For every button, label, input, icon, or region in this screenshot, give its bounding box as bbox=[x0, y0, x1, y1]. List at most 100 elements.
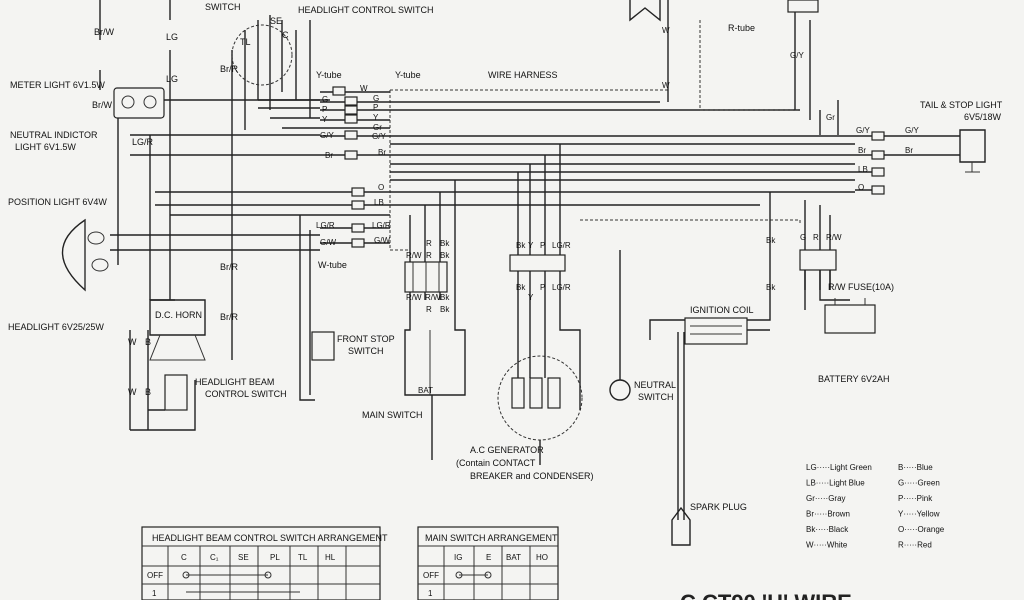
headlight-table-title: HEADLIGHT BEAM CONTROL SWITCH ARRANGEMEN… bbox=[152, 533, 388, 543]
svg-text:BAT: BAT bbox=[506, 553, 521, 562]
svg-text:G: G bbox=[373, 94, 379, 103]
ac-generator bbox=[497, 300, 583, 465]
svg-text:LG/R: LG/R bbox=[132, 137, 154, 147]
headlight-control-switch-label: HEADLIGHT CONTROL SWITCH bbox=[298, 5, 434, 15]
svg-text:HL: HL bbox=[325, 553, 336, 562]
svg-text:TL: TL bbox=[298, 553, 308, 562]
svg-text:SWITCH: SWITCH bbox=[348, 346, 384, 356]
svg-text:G/Y: G/Y bbox=[372, 132, 386, 141]
svg-text:Bk: Bk bbox=[440, 293, 450, 302]
legend-entry: O·····Orange bbox=[898, 525, 945, 534]
svg-text:Bk: Bk bbox=[440, 251, 450, 260]
svg-text:G/Y: G/Y bbox=[905, 126, 919, 135]
svg-text:OFF: OFF bbox=[423, 571, 439, 580]
svg-text:P: P bbox=[373, 103, 378, 112]
svg-text:P: P bbox=[322, 105, 327, 114]
svg-text:O: O bbox=[858, 183, 864, 192]
svg-text:SE: SE bbox=[270, 16, 282, 26]
svg-text:Br/R: Br/R bbox=[220, 64, 239, 74]
svg-text:6V5/18W: 6V5/18W bbox=[964, 112, 1002, 122]
svg-text:Gr: Gr bbox=[826, 113, 835, 122]
svg-text:G: G bbox=[322, 95, 328, 104]
svg-text:Bk: Bk bbox=[766, 236, 776, 245]
legend-entry: P·····Pink bbox=[898, 494, 933, 503]
svg-text:HO: HO bbox=[536, 553, 548, 562]
svg-text:LG/R: LG/R bbox=[552, 241, 571, 250]
svg-text:R/W: R/W bbox=[826, 233, 842, 242]
legend-entry: Y·····Yellow bbox=[898, 510, 940, 519]
legend-entry: G·····Green bbox=[898, 479, 940, 488]
switch-top: SWITCH TL C SE bbox=[205, 2, 293, 86]
top-right-connector bbox=[787, 0, 819, 13]
svg-text:SE: SE bbox=[238, 553, 249, 562]
svg-text:OFF: OFF bbox=[147, 571, 163, 580]
harness-trunk bbox=[390, 0, 855, 340]
svg-text:R/W: R/W bbox=[425, 293, 441, 302]
svg-text:R: R bbox=[813, 233, 819, 242]
svg-text:R: R bbox=[426, 251, 432, 260]
svg-text:LG: LG bbox=[166, 74, 178, 84]
neutral-indicator-label: NEUTRAL INDICTOR bbox=[10, 130, 98, 140]
svg-text:W: W bbox=[662, 26, 670, 35]
bottom-title: C.CT90 'H' WIRE bbox=[680, 590, 852, 600]
svg-text:HEADLIGHT BEAM: HEADLIGHT BEAM bbox=[195, 377, 274, 387]
svg-text:LG/R: LG/R bbox=[552, 283, 571, 292]
fuse-label: R/W FUSE(10A) bbox=[828, 282, 894, 292]
svg-text:NEUTRAL: NEUTRAL bbox=[634, 380, 676, 390]
svg-text:G/Y: G/Y bbox=[856, 126, 870, 135]
dc-horn-label: D.C. HORN bbox=[155, 310, 202, 320]
svg-text:Bk: Bk bbox=[516, 241, 526, 250]
svg-text:TAIL & STOP LIGHT: TAIL & STOP LIGHT bbox=[920, 100, 1003, 110]
svg-text:A.C GENERATOR: A.C GENERATOR bbox=[470, 445, 544, 455]
dc-horn bbox=[149, 299, 206, 361]
svg-text:G/Y: G/Y bbox=[790, 51, 804, 60]
tail-stop-light: G/Y G/Y Br Br LB O bbox=[855, 126, 986, 195]
svg-text:Y: Y bbox=[322, 115, 328, 124]
legend-entry: R·····Red bbox=[898, 541, 932, 550]
svg-text:C: C bbox=[181, 553, 187, 562]
meter-light-label: METER LIGHT 6V1.5W bbox=[10, 80, 105, 90]
spark-plug-label: SPARK PLUG bbox=[690, 502, 747, 512]
fuse-connector bbox=[799, 249, 837, 271]
legend-entry: W·····White bbox=[806, 541, 848, 550]
svg-text:Br: Br bbox=[858, 146, 866, 155]
neutral-switch bbox=[609, 379, 631, 401]
svg-text:W: W bbox=[360, 84, 368, 93]
svg-text:B: B bbox=[145, 387, 151, 397]
svg-text:Y: Y bbox=[528, 293, 534, 302]
svg-text:R: R bbox=[426, 239, 432, 248]
r-tube-label: R-tube bbox=[728, 23, 755, 33]
headlight-beam-table: HEADLIGHT BEAM CONTROL SWITCH ARRANGEMEN… bbox=[141, 526, 388, 600]
switch-top-label: SWITCH bbox=[205, 2, 241, 12]
svg-text:BREAKER and CONDENSER): BREAKER and CONDENSER) bbox=[470, 471, 594, 481]
svg-text:LB: LB bbox=[858, 165, 868, 174]
svg-text:Bk: Bk bbox=[766, 283, 776, 292]
svg-text:LIGHT 6V1.5W: LIGHT 6V1.5W bbox=[15, 142, 76, 152]
svg-text:G/W: G/W bbox=[320, 238, 336, 247]
svg-text:Y-tube: Y-tube bbox=[316, 70, 342, 80]
svg-text:Bk: Bk bbox=[440, 305, 450, 314]
position-light-label: POSITION LIGHT 6V4W bbox=[8, 197, 107, 207]
svg-text:Br/R: Br/R bbox=[220, 262, 239, 272]
svg-text:B: B bbox=[145, 337, 151, 347]
svg-text:TL: TL bbox=[240, 37, 251, 47]
headlight-beam-switch bbox=[164, 374, 188, 411]
svg-text:LG/R: LG/R bbox=[316, 221, 335, 230]
svg-text:LB: LB bbox=[374, 198, 384, 207]
legend-entry: LG·····Light Green bbox=[806, 463, 872, 472]
legend-entry: Gr·····Gray bbox=[806, 494, 846, 503]
generator-connector bbox=[509, 254, 566, 272]
legend-entry: LB·····Light Blue bbox=[806, 479, 865, 488]
svg-text:W: W bbox=[128, 387, 137, 397]
svg-text:C: C bbox=[282, 30, 289, 40]
wire-harness-label: WIRE HARNESS bbox=[488, 70, 558, 80]
svg-text:Br: Br bbox=[378, 148, 386, 157]
svg-text:G/Y: G/Y bbox=[320, 131, 334, 140]
svg-text:R/W: R/W bbox=[406, 293, 422, 302]
svg-text:E: E bbox=[486, 553, 491, 562]
svg-text:Br/R: Br/R bbox=[220, 312, 239, 322]
headlight-label: HEADLIGHT 6V25/25W bbox=[8, 322, 104, 332]
svg-text:W: W bbox=[128, 337, 137, 347]
